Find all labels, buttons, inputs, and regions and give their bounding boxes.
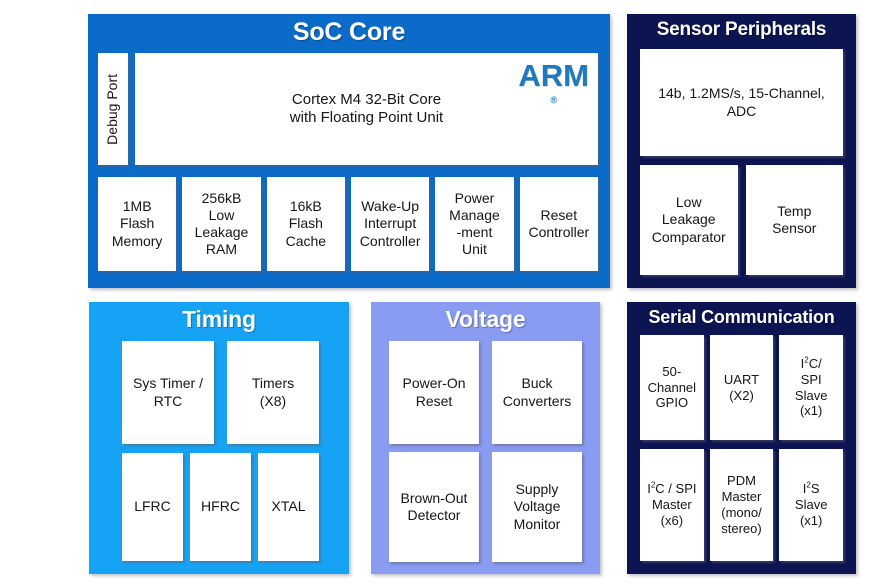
panel-title-sensor-peripherals: Sensor Peripherals <box>656 19 827 40</box>
debug-port-label: Debug Port <box>104 73 121 145</box>
cortex-core-line-2: with Floating Point Unit <box>289 109 444 126</box>
block-timing[interactable]: LFRC <box>122 453 183 561</box>
panel-soc-core: SoC Core Debug Port Cortex M4 32-Bit Cor… <box>88 14 610 288</box>
block-timing-label: HFRC <box>201 498 240 515</box>
block-cortex-m4-core[interactable]: Cortex M4 32-Bit Core with Floating Poin… <box>135 53 598 165</box>
block-timing-label: Sys Timer /RTC <box>132 375 203 409</box>
timing-block-row-1: Sys Timer /RTC Timers(X8) <box>122 341 319 444</box>
panel-sensor-peripherals: Sensor Peripherals 14b, 1.2MS/s, 15-Chan… <box>627 14 856 288</box>
timing-block-row-2: LFRC HFRC XTAL <box>122 453 319 561</box>
block-timing[interactable]: HFRC <box>190 453 251 561</box>
block-timing-label: Timers(X8) <box>251 375 295 409</box>
block-timing[interactable]: Sys Timer /RTC <box>122 341 214 444</box>
trademark-icon: ® <box>550 94 558 105</box>
panel-title-voltage: Voltage <box>445 306 526 332</box>
block-debug-port[interactable]: Debug Port <box>98 53 128 165</box>
panel-title-soc-core: SoC Core <box>292 18 406 46</box>
arm-logo-text: ARM <box>518 58 589 93</box>
soc-core-content: Debug Port Cortex M4 32-Bit Core with Fl… <box>98 53 598 271</box>
block-timing-label: LFRC <box>134 498 171 515</box>
block-timing[interactable]: Timers(X8) <box>227 341 319 444</box>
cortex-core-line-1: Cortex M4 32-Bit Core <box>291 90 442 108</box>
block-adc[interactable]: 14b, 1.2MS/s, 15-Channel, ADC <box>640 49 843 156</box>
arm-logo-icon: ARM® <box>518 57 589 106</box>
block-serial[interactable]: UART(X2) <box>709 335 774 440</box>
block-serial-label: UART(X2) <box>723 371 760 403</box>
block-timing[interactable]: XTAL <box>258 453 319 561</box>
block-timing-label: XTAL <box>271 498 306 515</box>
adc-line-2: ADC <box>726 102 757 119</box>
panel-title-serial-communication: Serial Communication <box>648 307 835 327</box>
timing-content: Sys Timer /RTC Timers(X8) LFRC HFRC XTAL <box>122 341 319 561</box>
adc-line-1: 14b, 1.2MS/s, 15-Channel, <box>658 85 825 102</box>
panel-title-timing: Timing <box>182 306 256 332</box>
panel-timing: Timing Sys Timer /RTC Timers(X8) LFRC HFRC… <box>89 302 349 574</box>
